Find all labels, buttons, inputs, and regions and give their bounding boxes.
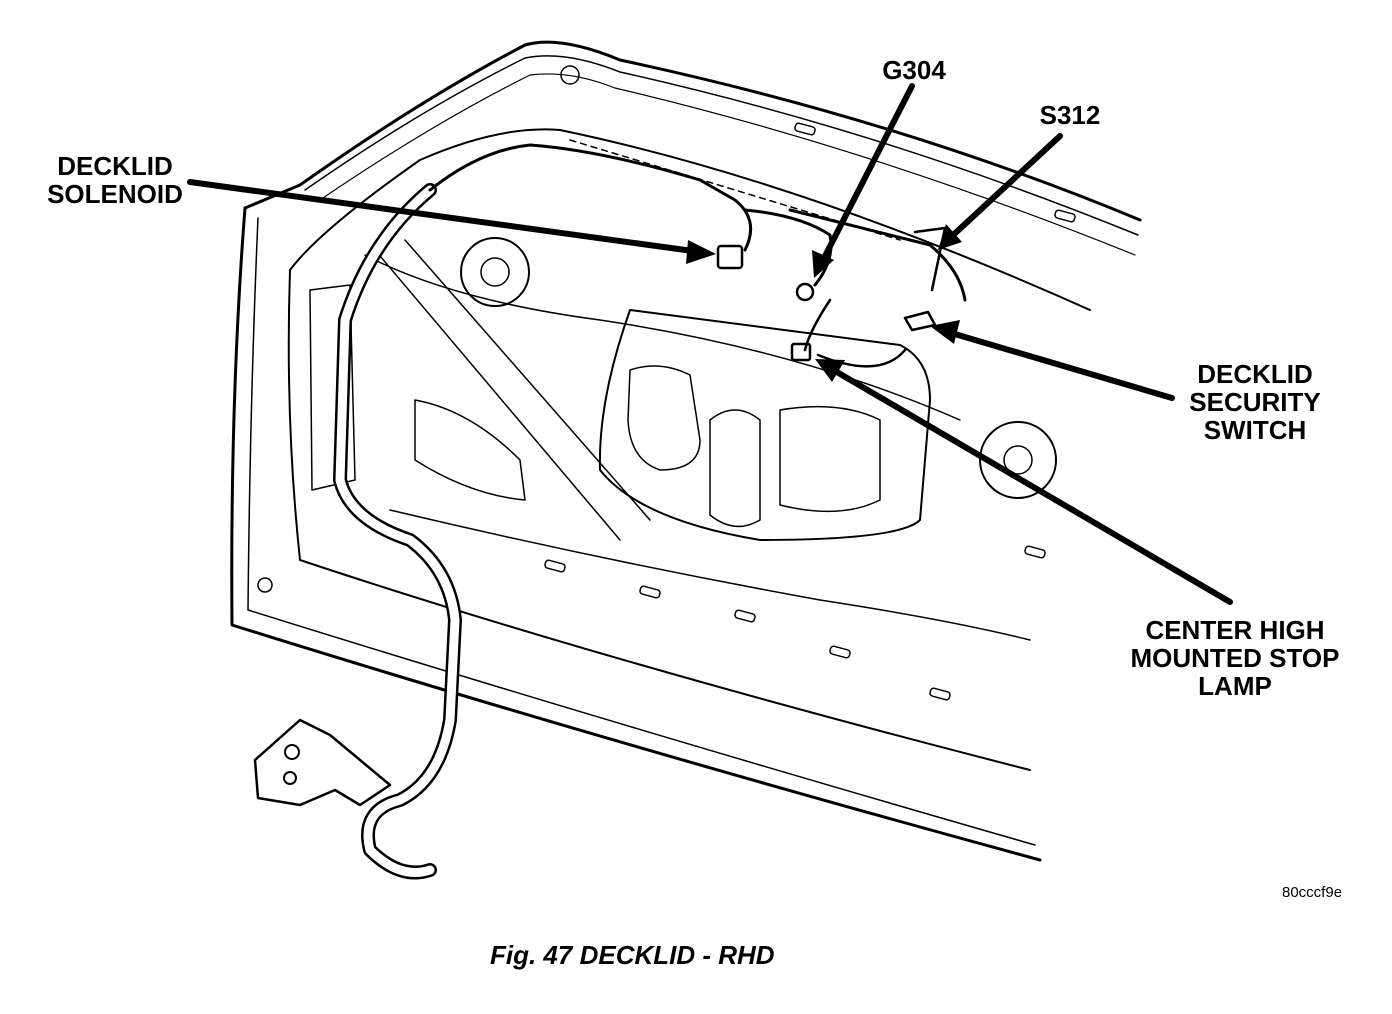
label-decklid-solenoid-line1: DECKLID xyxy=(57,151,173,181)
reinforcement-beam xyxy=(364,254,961,421)
label-chmsl-line1: CENTER HIGH xyxy=(1145,615,1325,645)
decklid-outer-edge-lower xyxy=(230,206,1042,862)
decklid-inner-flange xyxy=(247,217,1036,846)
reference-code: 80cccf9e xyxy=(1282,884,1343,901)
leader-chmsl xyxy=(827,365,1233,605)
top-boss xyxy=(560,65,580,85)
lamp-lead xyxy=(816,348,907,368)
decklid-top-rim-2 xyxy=(319,73,1136,256)
wiring-harness-core xyxy=(335,185,460,877)
arrow-g304 xyxy=(812,250,834,278)
harness-top-run xyxy=(428,143,753,252)
arrow-s312 xyxy=(938,224,962,250)
reinforcement-lower xyxy=(389,509,1031,641)
left-boss-outer xyxy=(460,237,530,307)
label-security-line1: DECKLID xyxy=(1197,359,1313,389)
label-g304: G304 xyxy=(882,55,946,85)
cutout-left xyxy=(627,365,701,471)
cutout-far-left xyxy=(414,399,526,501)
arrow-security xyxy=(930,320,960,344)
figure-caption: Fig. 47 DECKLID - RHD xyxy=(490,940,775,970)
decklid-security-switch xyxy=(903,310,937,332)
left-hinge-pocket xyxy=(309,284,356,491)
harness-to-g304 xyxy=(743,208,833,287)
decklid-solenoid-connector xyxy=(716,244,744,270)
label-decklid-security-switch: DECKLID SECURITY SWITCH xyxy=(1170,360,1340,444)
hinge-hole xyxy=(284,744,300,760)
reinforcement-diag xyxy=(374,249,621,541)
reinforcement-diag-2 xyxy=(404,239,651,521)
lower-left-hole xyxy=(257,577,273,593)
inner-opening-left xyxy=(287,269,1031,771)
decklid-outer-edge xyxy=(243,40,1142,222)
label-center-high-mounted-stop-lamp: CENTER HIGH MOUNTED STOP LAMP xyxy=(1110,616,1360,700)
right-boss-outer xyxy=(979,421,1057,499)
harness-to-lamp xyxy=(803,298,832,352)
label-chmsl-line2: MOUNTED STOP xyxy=(1130,643,1340,673)
arrow-chmsl xyxy=(815,359,845,382)
right-boss-inner xyxy=(1003,445,1033,475)
label-decklid-solenoid-line2: SOLENOID xyxy=(47,179,183,209)
g304-ground-eyelet xyxy=(795,282,815,302)
hinge-bracket xyxy=(253,718,392,807)
label-decklid-solenoid: DECKLID SOLENOID xyxy=(30,152,200,208)
leader-g304 xyxy=(819,83,915,265)
hinge-hole-2 xyxy=(283,771,297,785)
harness-to-switch xyxy=(788,208,967,302)
s312-splice xyxy=(913,226,947,292)
decklid-top-rim xyxy=(304,55,1139,236)
chmsl-connector xyxy=(790,342,812,362)
arrow-solenoid xyxy=(686,240,716,264)
label-s312: S312 xyxy=(1039,100,1101,130)
leader-security xyxy=(945,329,1175,401)
center-pan xyxy=(598,309,931,541)
inner-opening xyxy=(289,128,1091,311)
label-security-line3: SWITCH xyxy=(1203,415,1307,445)
cutout-right xyxy=(779,405,881,513)
leader-solenoid xyxy=(187,179,703,255)
leader-s312 xyxy=(947,133,1063,241)
label-security-line2: SECURITY xyxy=(1189,387,1321,417)
cutout-middle xyxy=(709,409,761,528)
left-boss-inner xyxy=(480,257,510,287)
label-chmsl-line3: LAMP xyxy=(1198,671,1272,701)
